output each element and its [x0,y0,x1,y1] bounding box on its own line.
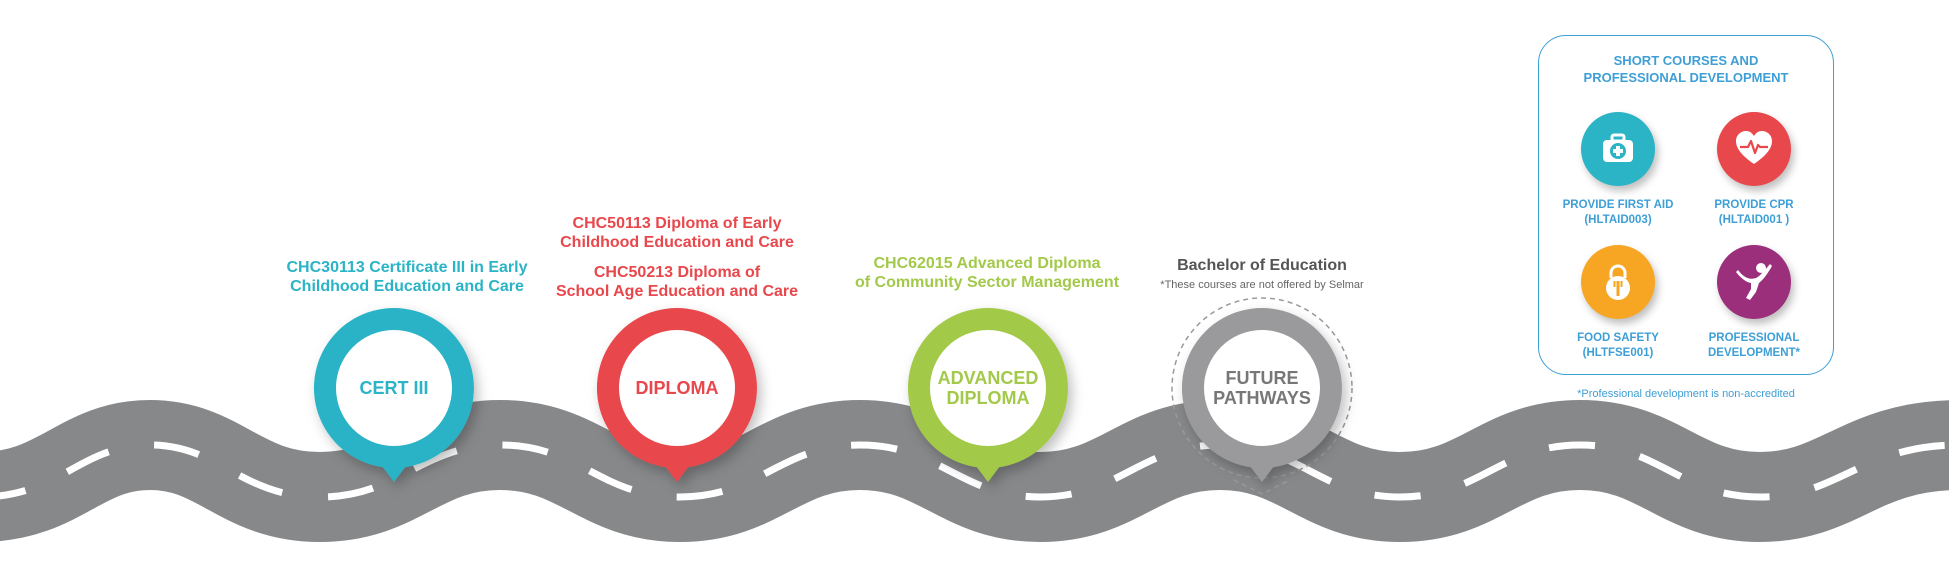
short-course-professional: PROFESSIONAL DEVELOPMENT* [1689,245,1819,361]
diploma-marker-label: DIPLOMA [635,378,719,398]
cert-course-title: CHC30113 Certificate III in Early Childh… [286,259,528,295]
first-aid-kit-icon [1581,112,1655,186]
cert-pin-icon [313,308,474,482]
short-course-first-aid: PROVIDE FIRST AID (HLTAID003) [1553,112,1683,228]
diploma-course-title-1: CHC50113 Diploma of Early Childhood Educ… [560,215,794,251]
advanced-marker: ADVANCED DIPLOMA [907,308,1068,494]
food-safety-icon [1581,245,1655,319]
short-courses-panel: SHORT COURSES AND PROFESSIONAL DEVELOPME… [1538,35,1834,375]
cpr-label: PROVIDE CPR (HLTAID001 ) [1714,199,1794,226]
advanced-pin-icon [907,308,1068,482]
diploma-course-title-2: CHC50213 Diploma of School Age Education… [555,264,799,300]
short-courses-footnote: *Professional development is non-accredi… [1577,388,1795,400]
future-marker: FUTURE PATHWAYS [1171,297,1353,495]
short-courses-title: SHORT COURSES AND PROFESSIONAL DEVELOPME… [1583,53,1789,85]
short-course-food-safety: FOOD SAFETY (HLTFSE001) [1553,245,1683,361]
future-marker-label: FUTURE PATHWAYS [1213,368,1311,408]
person-jumping-icon [1717,245,1791,319]
cert-marker-label: CERT III [359,378,429,398]
food-safety-label: FOOD SAFETY (HLTFSE001) [1577,332,1659,359]
short-course-cpr: PROVIDE CPR (HLTAID001 ) [1689,112,1819,228]
road-center-line [0,441,1949,501]
diploma-pin-icon [596,308,757,482]
future-course-note: *These courses are not offered by Selmar [1160,279,1364,291]
advanced-course-title: CHC62015 Advanced Diploma of Community S… [854,255,1120,291]
cert-marker: CERT III [313,308,474,494]
future-pin-icon [1171,297,1353,495]
diploma-marker: DIPLOMA [596,308,757,494]
future-course-title: Bachelor of Education [1177,257,1347,274]
professional-label: PROFESSIONAL DEVELOPMENT* [1707,332,1800,359]
heart-pulse-icon [1717,112,1791,186]
first-aid-label: PROVIDE FIRST AID (HLTAID003) [1562,199,1674,226]
advanced-marker-label: ADVANCED DIPLOMA [937,368,1039,408]
